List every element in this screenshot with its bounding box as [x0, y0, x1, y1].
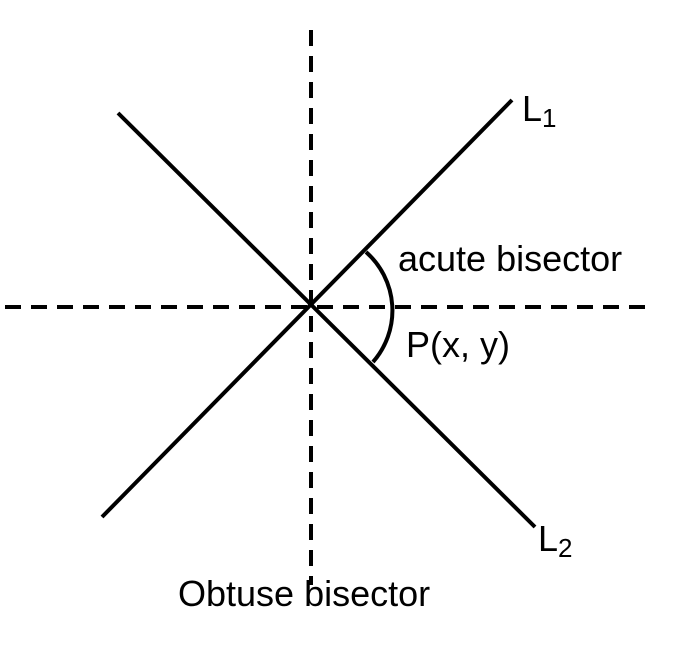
point-label: P(x, y) [406, 324, 510, 365]
line-l1-label: L1 [522, 88, 557, 133]
obtuse-bisector-label: Obtuse bisector [178, 573, 430, 614]
line-l2-label: L2 [538, 518, 573, 563]
line-l1 [100, 98, 514, 519]
acute-angle-arc [364, 250, 395, 364]
line-l2 [116, 111, 537, 529]
acute-bisector-label: acute bisector [398, 238, 622, 279]
